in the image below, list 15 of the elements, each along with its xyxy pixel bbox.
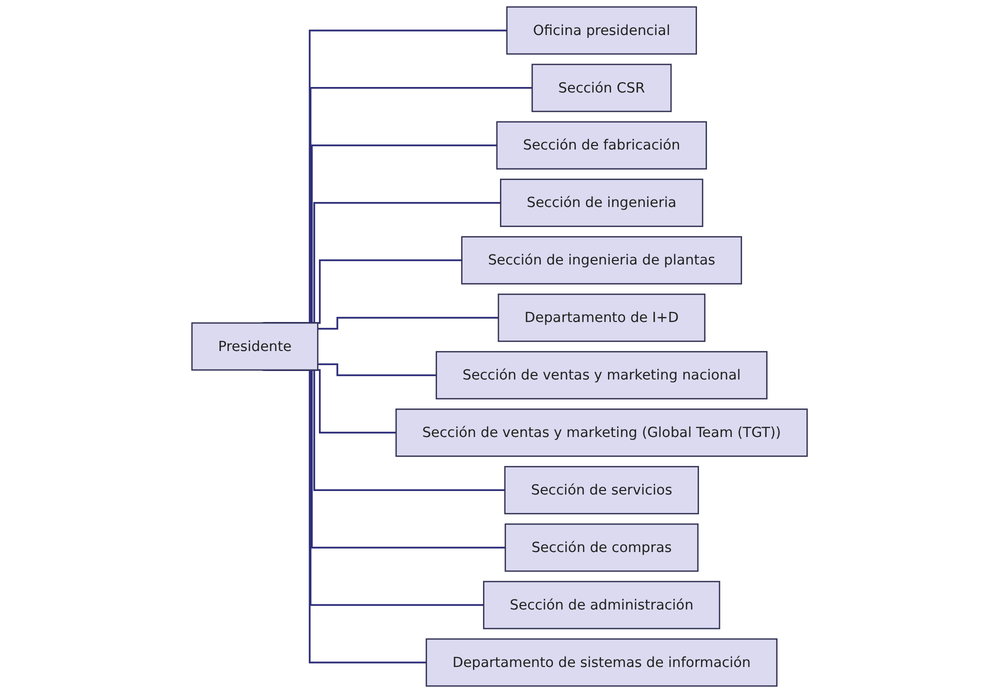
node-box: Departamento de sistemas de información — [426, 638, 778, 687]
node-box: Presidente — [192, 322, 319, 371]
node-box: Sección de ventas y marketing nacional — [436, 351, 768, 400]
node-box: Oficina presidencial — [506, 6, 698, 55]
node-box: Sección de fabricación — [496, 121, 708, 170]
connector — [318, 363, 437, 376]
connector — [318, 316, 499, 330]
node-box: Sección de ingenieria de plantas — [462, 236, 742, 284]
node-box: Sección de ventas y marketing (Global Team (TGT)) — [396, 408, 808, 457]
node-box: Sección de ingenieria — [500, 178, 704, 227]
node-box: Sección de compras — [505, 523, 699, 572]
node-box: Departamento de I+D — [498, 294, 706, 342]
node-box: Sección de servicios — [504, 466, 700, 514]
node-box: Sección CSR — [532, 64, 672, 112]
node-box: Sección de administración — [484, 580, 721, 630]
